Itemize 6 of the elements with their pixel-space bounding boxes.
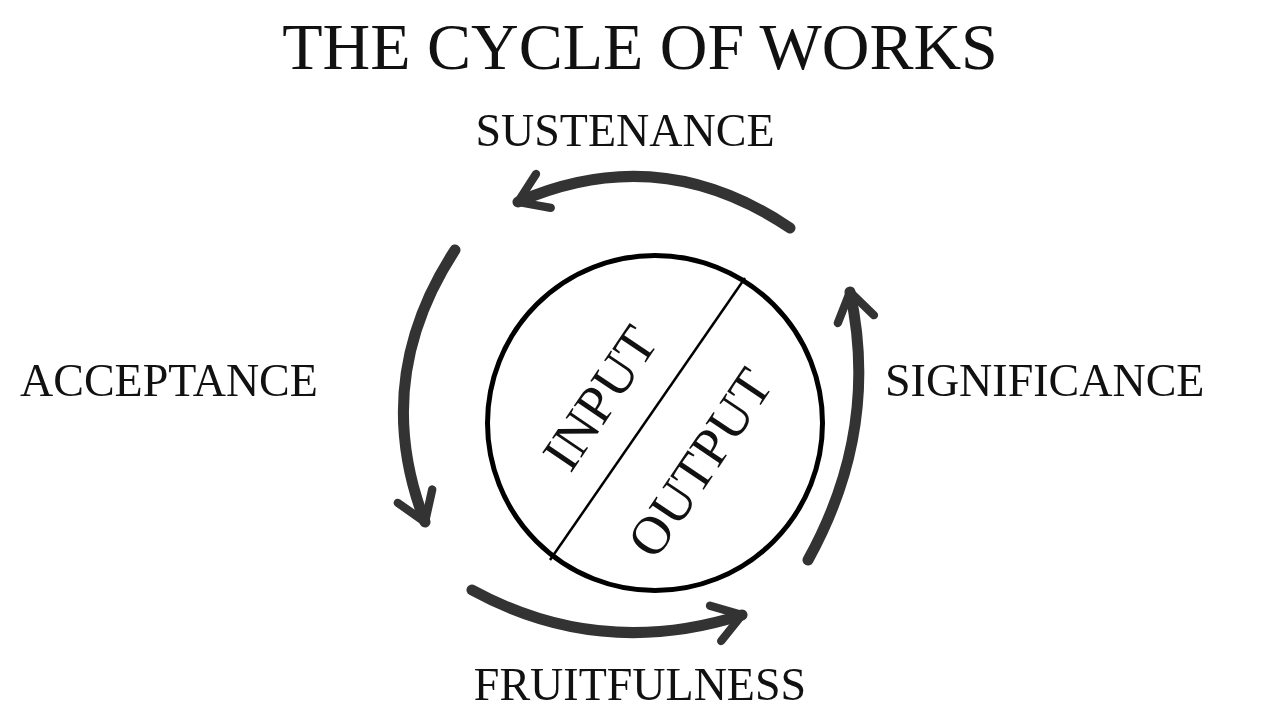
title: THE CYCLE OF WORKS (281, 14, 999, 80)
cycle-stage-label: FRUITFULNESS (472, 662, 808, 708)
cycle-stage-label: SUSTENANCE (474, 108, 776, 154)
circle (485, 253, 825, 593)
cycle-stage-label: SIGNIFICANCE (885, 358, 1205, 404)
cycle-stage-label: ACCEPTANCE (20, 358, 318, 404)
